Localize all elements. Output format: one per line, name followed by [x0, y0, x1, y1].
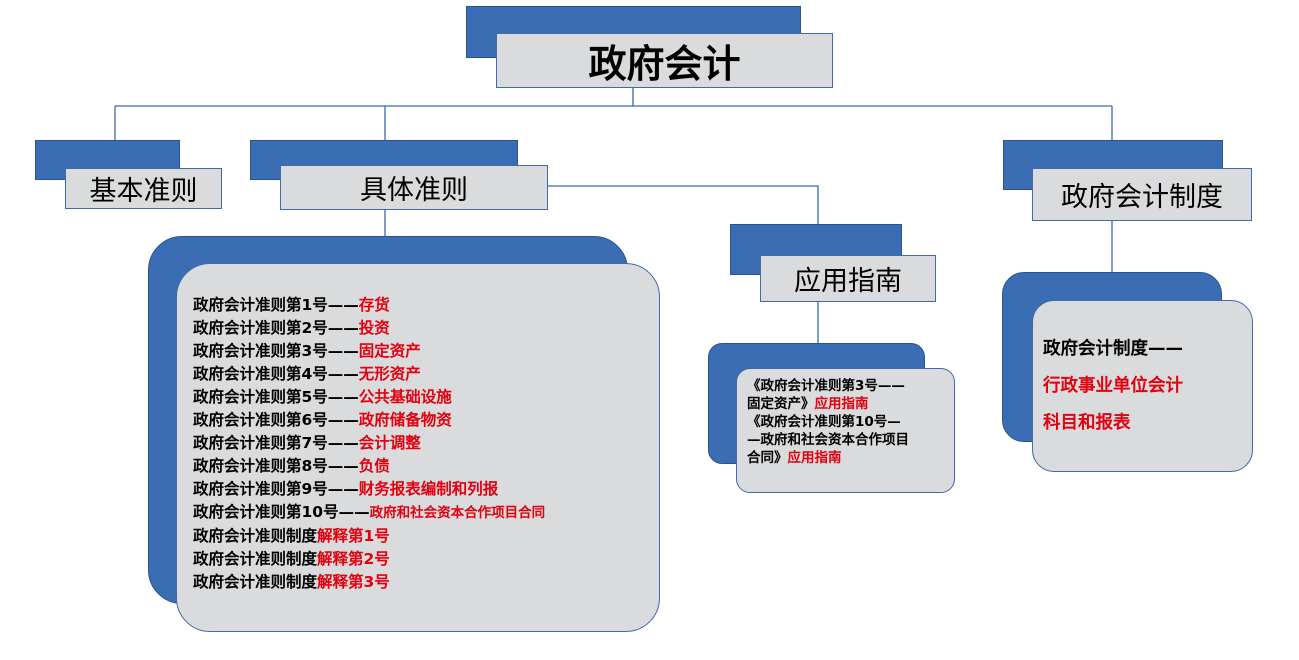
list-item: 政府会计准则第9号——财务报表编制和列报 [193, 480, 499, 498]
list-item: 政府会计准则第6号——政府储备物资 [193, 411, 452, 429]
root-node: 政府会计 [496, 33, 833, 88]
guide-box: 《政府会计准则第3号—— 固定资产》应用指南 《政府会计准则第10号— —政府和… [736, 368, 955, 493]
list-item: 政府会计准则制度解释第3号 [193, 573, 390, 591]
list-item: 政府会计准则第3号——固定资产 [193, 342, 421, 360]
application-guide-node: 应用指南 [760, 255, 936, 302]
list-item: 政府会计准则第5号——公共基础设施 [193, 388, 452, 406]
basic-standard-node: 基本准则 [65, 168, 222, 209]
system-box: 政府会计制度—— 行政事业单位会计 科目和报表 [1032, 300, 1253, 472]
root-title: 政府会计 [588, 42, 741, 86]
list-item: 政府会计准则第2号——投资 [193, 319, 390, 337]
system-text: 政府会计制度—— 行政事业单位会计 科目和报表 [1043, 339, 1183, 433]
standards-list-box: 政府会计准则第1号——存货 政府会计准则第2号——投资 政府会计准则第3号——固… [176, 263, 660, 632]
accounting-system-node: 政府会计制度 [1032, 168, 1252, 221]
list-item: 政府会计准则第7号——会计调整 [193, 434, 421, 452]
accounting-system-title: 政府会计制度 [1061, 182, 1223, 213]
list-item: 政府会计准则制度解释第2号 [193, 550, 390, 568]
list-item: 政府会计准则第4号——无形资产 [193, 365, 421, 383]
guide-text: 《政府会计准则第3号—— 固定资产》应用指南 《政府会计准则第10号— —政府和… [747, 378, 909, 466]
standards-list: 政府会计准则第1号——存货 政府会计准则第2号——投资 政府会计准则第3号——固… [193, 294, 545, 594]
specific-standards-title: 具体准则 [360, 175, 468, 206]
application-guide-title: 应用指南 [794, 266, 902, 297]
list-item: 政府会计准则第10号——政府和社会资本合作项目合同 [193, 503, 546, 521]
list-item: 政府会计准则第1号——存货 [193, 296, 390, 314]
specific-standards-node: 具体准则 [280, 165, 548, 210]
basic-standard-title: 基本准则 [89, 176, 198, 207]
list-item: 政府会计准则制度解释第1号 [193, 527, 390, 545]
list-item: 政府会计准则第8号——负债 [193, 457, 390, 475]
